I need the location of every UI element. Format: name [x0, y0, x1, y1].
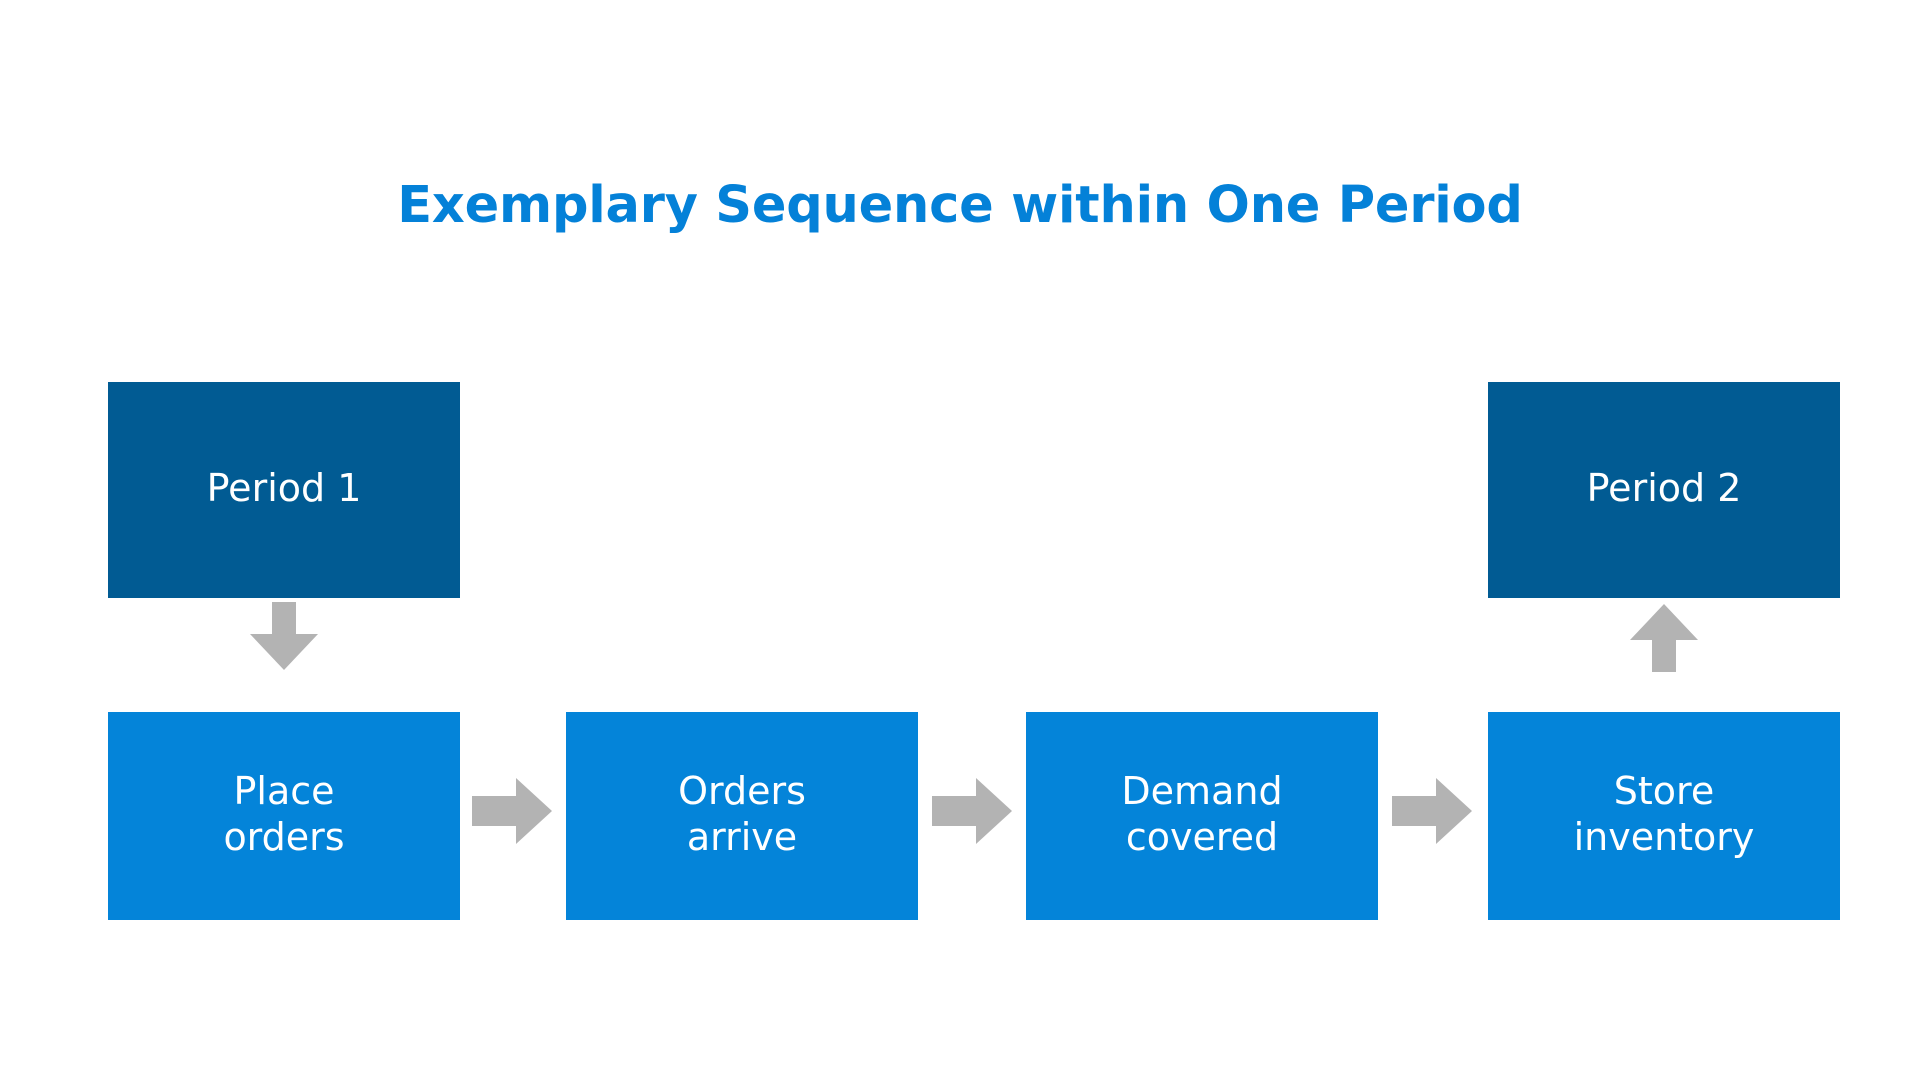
step-box-place-orders-label: Place orders: [223, 769, 344, 862]
step-box-store-inventory[interactable]: Store inventory: [1488, 712, 1840, 920]
step-line-1: Demand: [1121, 769, 1283, 814]
step-box-demand-covered[interactable]: Demand covered: [1026, 712, 1378, 920]
period-box-2[interactable]: Period 2: [1488, 382, 1840, 598]
arrow-up-icon: [1628, 602, 1700, 672]
arrow-right-icon: [1392, 778, 1474, 844]
step-box-store-inventory-label: Store inventory: [1574, 769, 1755, 862]
step-line-2: inventory: [1573, 815, 1755, 859]
step-line-1: Orders: [678, 769, 806, 814]
step-line-1: Store: [1613, 769, 1715, 814]
period-box-1-label: Period 1: [206, 466, 362, 511]
period-box-2-label: Period 2: [1586, 466, 1742, 511]
period-box-1[interactable]: Period 1: [108, 382, 460, 598]
step-line-2: orders: [223, 815, 345, 859]
step-box-demand-covered-label: Demand covered: [1121, 769, 1282, 862]
step-box-place-orders[interactable]: Place orders: [108, 712, 460, 920]
step-line-2: arrive: [686, 815, 798, 859]
step-line-1: Place: [233, 769, 335, 814]
step-box-orders-arrive-label: Orders arrive: [678, 769, 806, 862]
arrow-down-icon: [248, 602, 320, 672]
page-title: Exemplary Sequence within One Period: [397, 176, 1523, 235]
step-line-2: covered: [1125, 815, 1279, 859]
arrow-right-icon: [472, 778, 554, 844]
step-box-orders-arrive[interactable]: Orders arrive: [566, 712, 918, 920]
arrow-right-icon: [932, 778, 1014, 844]
